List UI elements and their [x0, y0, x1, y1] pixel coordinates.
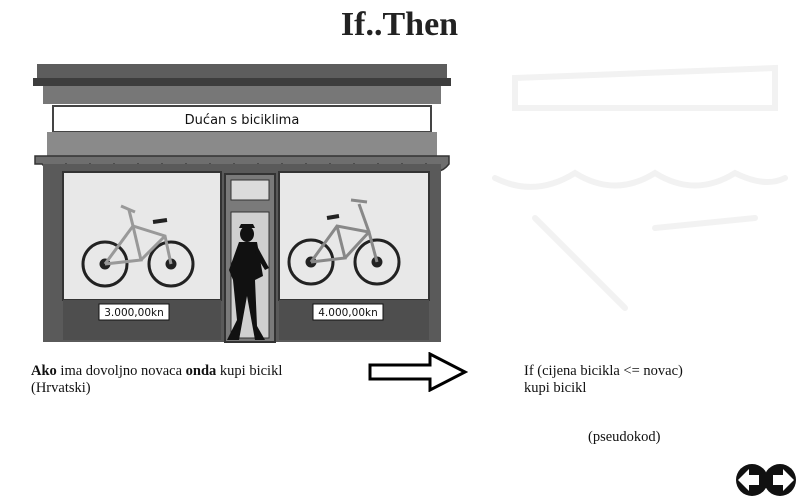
caption-middle: ima dovoljno novaca — [57, 363, 186, 379]
shop-sign-text: Dućan s biciklima — [185, 113, 300, 128]
bike-shop-illustration: Dućan s biciklima — [33, 64, 451, 344]
keyword-ako: Ako — [31, 363, 57, 379]
caption-end: kupi bicikl — [216, 363, 282, 379]
shop-window-left — [63, 172, 221, 300]
right-arrow-icon — [368, 352, 468, 392]
price-left-text: 3.000,00kn — [104, 307, 164, 319]
arrow-right-icon[interactable] — [766, 461, 799, 499]
natural-language-caption: Ako ima dovoljno novaca onda kupi bicikl… — [31, 363, 361, 397]
caption-language: (Hrvatski) — [31, 380, 361, 397]
faint-background-sketch — [475, 48, 795, 348]
caption-line-1: Ako ima dovoljno novaca onda kupi bicikl — [31, 363, 361, 380]
slide-navigation — [733, 461, 799, 502]
keyword-onda: onda — [186, 363, 217, 379]
slide-title: If..Then — [0, 6, 799, 44]
pseudocode-block: If (cijena bicikla <= novac) kupi bicikl — [524, 363, 764, 397]
arrow-left-icon[interactable] — [733, 461, 766, 499]
price-right-text: 4.000,00kn — [318, 307, 378, 319]
pseudocode-line-2: kupi bicikl — [524, 380, 764, 397]
pseudocode-label: (pseudokod) — [588, 429, 661, 446]
pseudocode-line-1: If (cijena bicikla <= novac) — [524, 363, 764, 380]
